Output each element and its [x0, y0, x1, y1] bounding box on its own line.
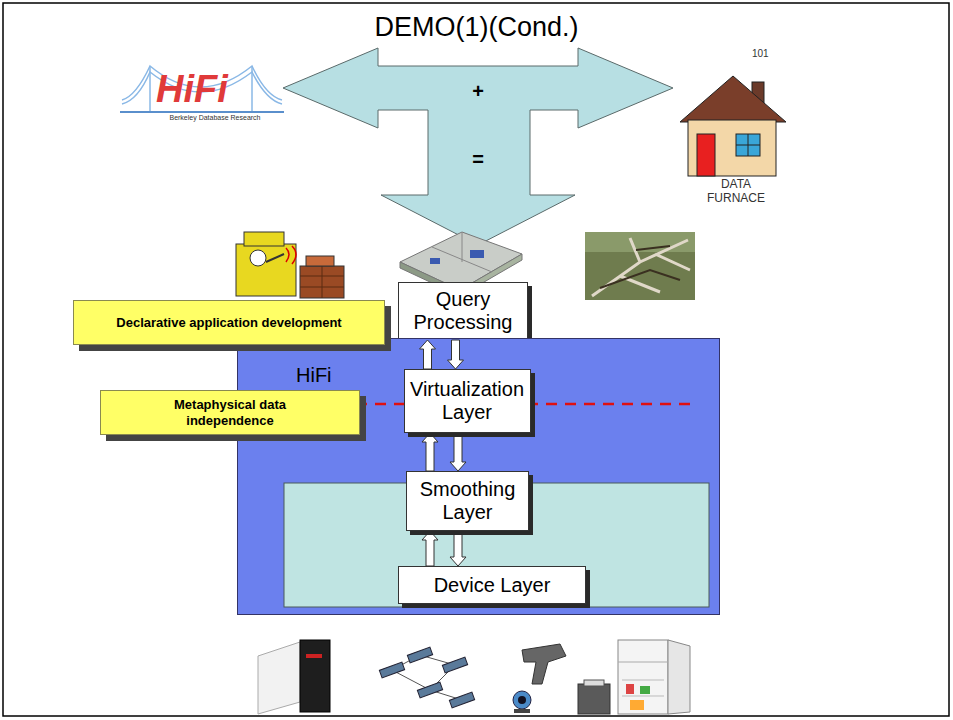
printer — [578, 680, 610, 714]
block-arrow — [420, 340, 436, 369]
logo-subtitle: Berkeley Database Research — [150, 114, 280, 122]
rfid-reader — [258, 640, 330, 714]
webcam — [513, 691, 531, 713]
node-label: Query Processing — [403, 288, 523, 334]
smoke-digits: 101 — [752, 48, 792, 60]
block-arrow — [450, 433, 466, 471]
merge-arrow — [283, 48, 673, 245]
node-label: Virtualization Layer — [409, 378, 526, 424]
block-arrow — [422, 531, 438, 566]
hifi-logo-bridge — [120, 66, 284, 112]
tree-photo — [585, 232, 695, 300]
operator-sign: + — [463, 80, 493, 103]
logo-text: HiFi — [156, 68, 266, 112]
block-arrow — [422, 433, 438, 471]
refrigerator — [618, 640, 690, 714]
layer-box: Device Layer — [398, 566, 586, 604]
operator-sign: = — [463, 148, 493, 171]
sensor-motes — [379, 647, 474, 708]
node-label: Smoothing Layer — [411, 478, 524, 524]
node-label: Device Layer — [434, 574, 551, 597]
layer-box: Virtualization Layer — [404, 369, 531, 433]
data-furnace-house — [680, 76, 786, 176]
region-title: HiFi — [296, 363, 332, 387]
builder-illustration — [236, 232, 344, 298]
layer-box: Query Processing — [398, 282, 528, 340]
system-region: HiFiVirtualization LayerSmoothing LayerD… — [237, 338, 720, 615]
node-label: Declarative application development — [116, 315, 341, 331]
logo-text: DATA FURNACE — [698, 178, 774, 206]
callout-box: Declarative application development — [73, 300, 385, 345]
slide-title: DEMO(1)(Cond.) — [0, 12, 953, 43]
block-arrow — [450, 531, 466, 566]
slide-frame — [3, 3, 949, 716]
block-arrow — [448, 340, 464, 369]
callout-box: Metaphysical data independence — [100, 390, 360, 435]
barcode-scanner — [522, 644, 566, 684]
node-label: Metaphysical data independence — [141, 397, 319, 429]
layer-box: Smoothing Layer — [406, 471, 529, 531]
